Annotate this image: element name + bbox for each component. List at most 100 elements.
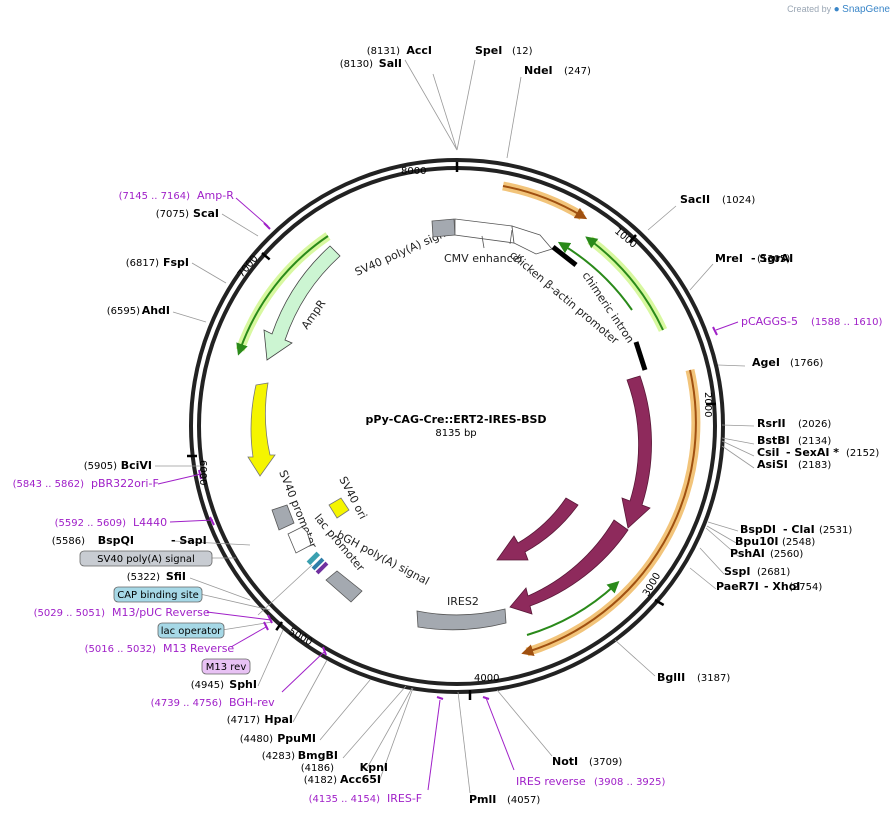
sv40-polya-top-feature <box>431 218 456 238</box>
ires2-feature <box>416 608 507 631</box>
enzyme-coord: (1305) <box>757 254 790 265</box>
scale-tick <box>261 252 271 261</box>
enzyme-coord: (1766) <box>790 358 823 369</box>
enzyme-label: SphI <box>229 678 257 691</box>
enzyme-coord: (2026) <box>798 419 831 430</box>
primer-coord: (5843 .. 5862) <box>13 479 85 490</box>
enzyme-coord: (2134) <box>798 436 831 447</box>
primer-label: pCAGGS-5 <box>741 315 798 328</box>
enzyme-coord: (5322) <box>127 572 160 583</box>
primer-label: BGH-rev <box>229 696 275 709</box>
feature-box <box>201 658 251 675</box>
enzyme-coord: (247) <box>564 66 591 77</box>
enzyme-label: BstBI <box>757 434 790 447</box>
enzyme-label-extra: - ClaI <box>783 523 815 536</box>
primer-label: M13 Reverse <box>163 642 234 655</box>
enzyme-label: KpnI <box>360 761 388 774</box>
snapgene-watermark: Created by ● SnapGene <box>787 4 890 15</box>
enzyme-coord: (4186) <box>301 763 334 774</box>
watermark-prefix: Created by <box>787 4 832 14</box>
primer-coord: (4739 .. 4756) <box>151 698 223 709</box>
enzyme-coord: (4057) <box>507 795 540 806</box>
enzyme-coord: (4182) <box>304 775 337 786</box>
scale-ticks <box>187 162 716 700</box>
primer-coord: (1588 .. 1610) <box>811 317 883 328</box>
primer-label: Amp-R <box>197 189 234 202</box>
scale-tick <box>628 234 637 244</box>
enzyme-coord: (2560) <box>770 549 803 560</box>
enzyme-label-extra: - SgrAI <box>751 252 793 265</box>
enzyme-label: PaeR7I <box>716 580 759 593</box>
plasmid-length: 8135 bp <box>435 428 476 439</box>
enzyme-label: PmlI <box>469 793 496 806</box>
primer-label: IRES reverse <box>516 775 586 788</box>
feature-arrows <box>247 218 652 631</box>
enzyme-label: BciVI <box>121 459 152 472</box>
enzyme-label: SspI <box>724 565 750 578</box>
tick-label: 6000 <box>197 460 208 485</box>
enzyme-coord: (2152) <box>846 448 879 459</box>
enzyme-label: BglII <box>657 671 685 684</box>
cmv-enhancer-feature <box>454 218 515 244</box>
enzyme-coord: (2531) <box>819 525 852 536</box>
feature-label: AmpR <box>299 297 329 332</box>
enzyme-coord: (4480) <box>240 734 273 745</box>
enzyme-label: AhdI <box>142 304 170 317</box>
enzyme-coord: (2183) <box>798 460 831 471</box>
primer-coord: (5016 .. 5032) <box>85 644 157 655</box>
primer-coord: (5029 .. 5051) <box>34 608 106 619</box>
enzyme-leaders <box>155 59 755 794</box>
enzyme-label: MreI <box>715 252 743 265</box>
enzyme-label: SfiI <box>166 570 186 583</box>
enzyme-coord: (3187) <box>697 673 730 684</box>
enzyme-coord: (4945) <box>191 680 224 691</box>
ert2-feature <box>509 519 629 615</box>
enzyme-label: CsiI <box>757 446 779 459</box>
enzyme-label: SpeI <box>475 44 502 57</box>
scale-tick <box>275 621 284 631</box>
cre-feature <box>621 375 652 529</box>
enzyme-coord: (5586) <box>52 536 85 547</box>
primer-label: pBR322ori-F <box>91 477 159 490</box>
enzyme-coord: (4283) <box>262 751 295 762</box>
enzyme-label: ScaI <box>193 207 219 220</box>
enzyme-coord: (1024) <box>722 195 755 206</box>
enzyme-label: FspI <box>163 256 189 269</box>
enzyme-label: NotI <box>552 755 578 768</box>
enzyme-label-extra: - SapI <box>171 534 207 547</box>
snapgene-logo-icon: ● <box>833 4 840 15</box>
ampr-feature <box>263 245 341 361</box>
primer-label: L4440 <box>133 516 167 529</box>
enzyme-label: BmgBI <box>298 749 338 762</box>
primer-coord: (5592 .. 5609) <box>55 518 127 529</box>
enzyme-coord: (4717) <box>227 715 260 726</box>
chicken-actin-promoter-feature <box>511 225 553 255</box>
feature-box-label: CAP binding site <box>117 590 199 601</box>
enzyme-label: HpaI <box>264 713 293 726</box>
enzyme-label: AsiSI <box>757 458 788 471</box>
bgh-polya-feature <box>325 570 363 603</box>
enzyme-label: RsrII <box>757 417 786 430</box>
sv40-ori-feature <box>328 497 350 519</box>
feature-box <box>157 622 225 639</box>
feature-box-label: M13 rev <box>206 662 247 673</box>
annotation-arcs <box>235 181 701 657</box>
enzyme-label: NdeI <box>524 64 553 77</box>
feature-label: IRES2 <box>447 595 479 608</box>
enzyme-coord: (6817) <box>126 258 159 269</box>
feature-label: CMV enhancer <box>444 252 524 265</box>
primer-coord: (7145 .. 7164) <box>119 191 191 202</box>
feature-box-label: SV40 poly(A) signal <box>97 554 195 565</box>
enzyme-coord: (3709) <box>589 757 622 768</box>
enzyme-label: BspDI <box>740 523 776 536</box>
plasmid-name: pPy-CAG-Cre::ERT2-IRES-BSD <box>365 413 546 426</box>
chimeric-intron-feature <box>551 245 578 267</box>
tick-label: 2000 <box>702 392 713 417</box>
ori-feature <box>247 382 276 477</box>
tick-label: 8000 <box>401 166 426 177</box>
enzyme-coord: (6595) <box>107 306 140 317</box>
watermark-brand: SnapGene <box>842 4 890 15</box>
scale-tick <box>654 598 665 607</box>
primer-coord: (4135 .. 4154) <box>309 794 381 805</box>
